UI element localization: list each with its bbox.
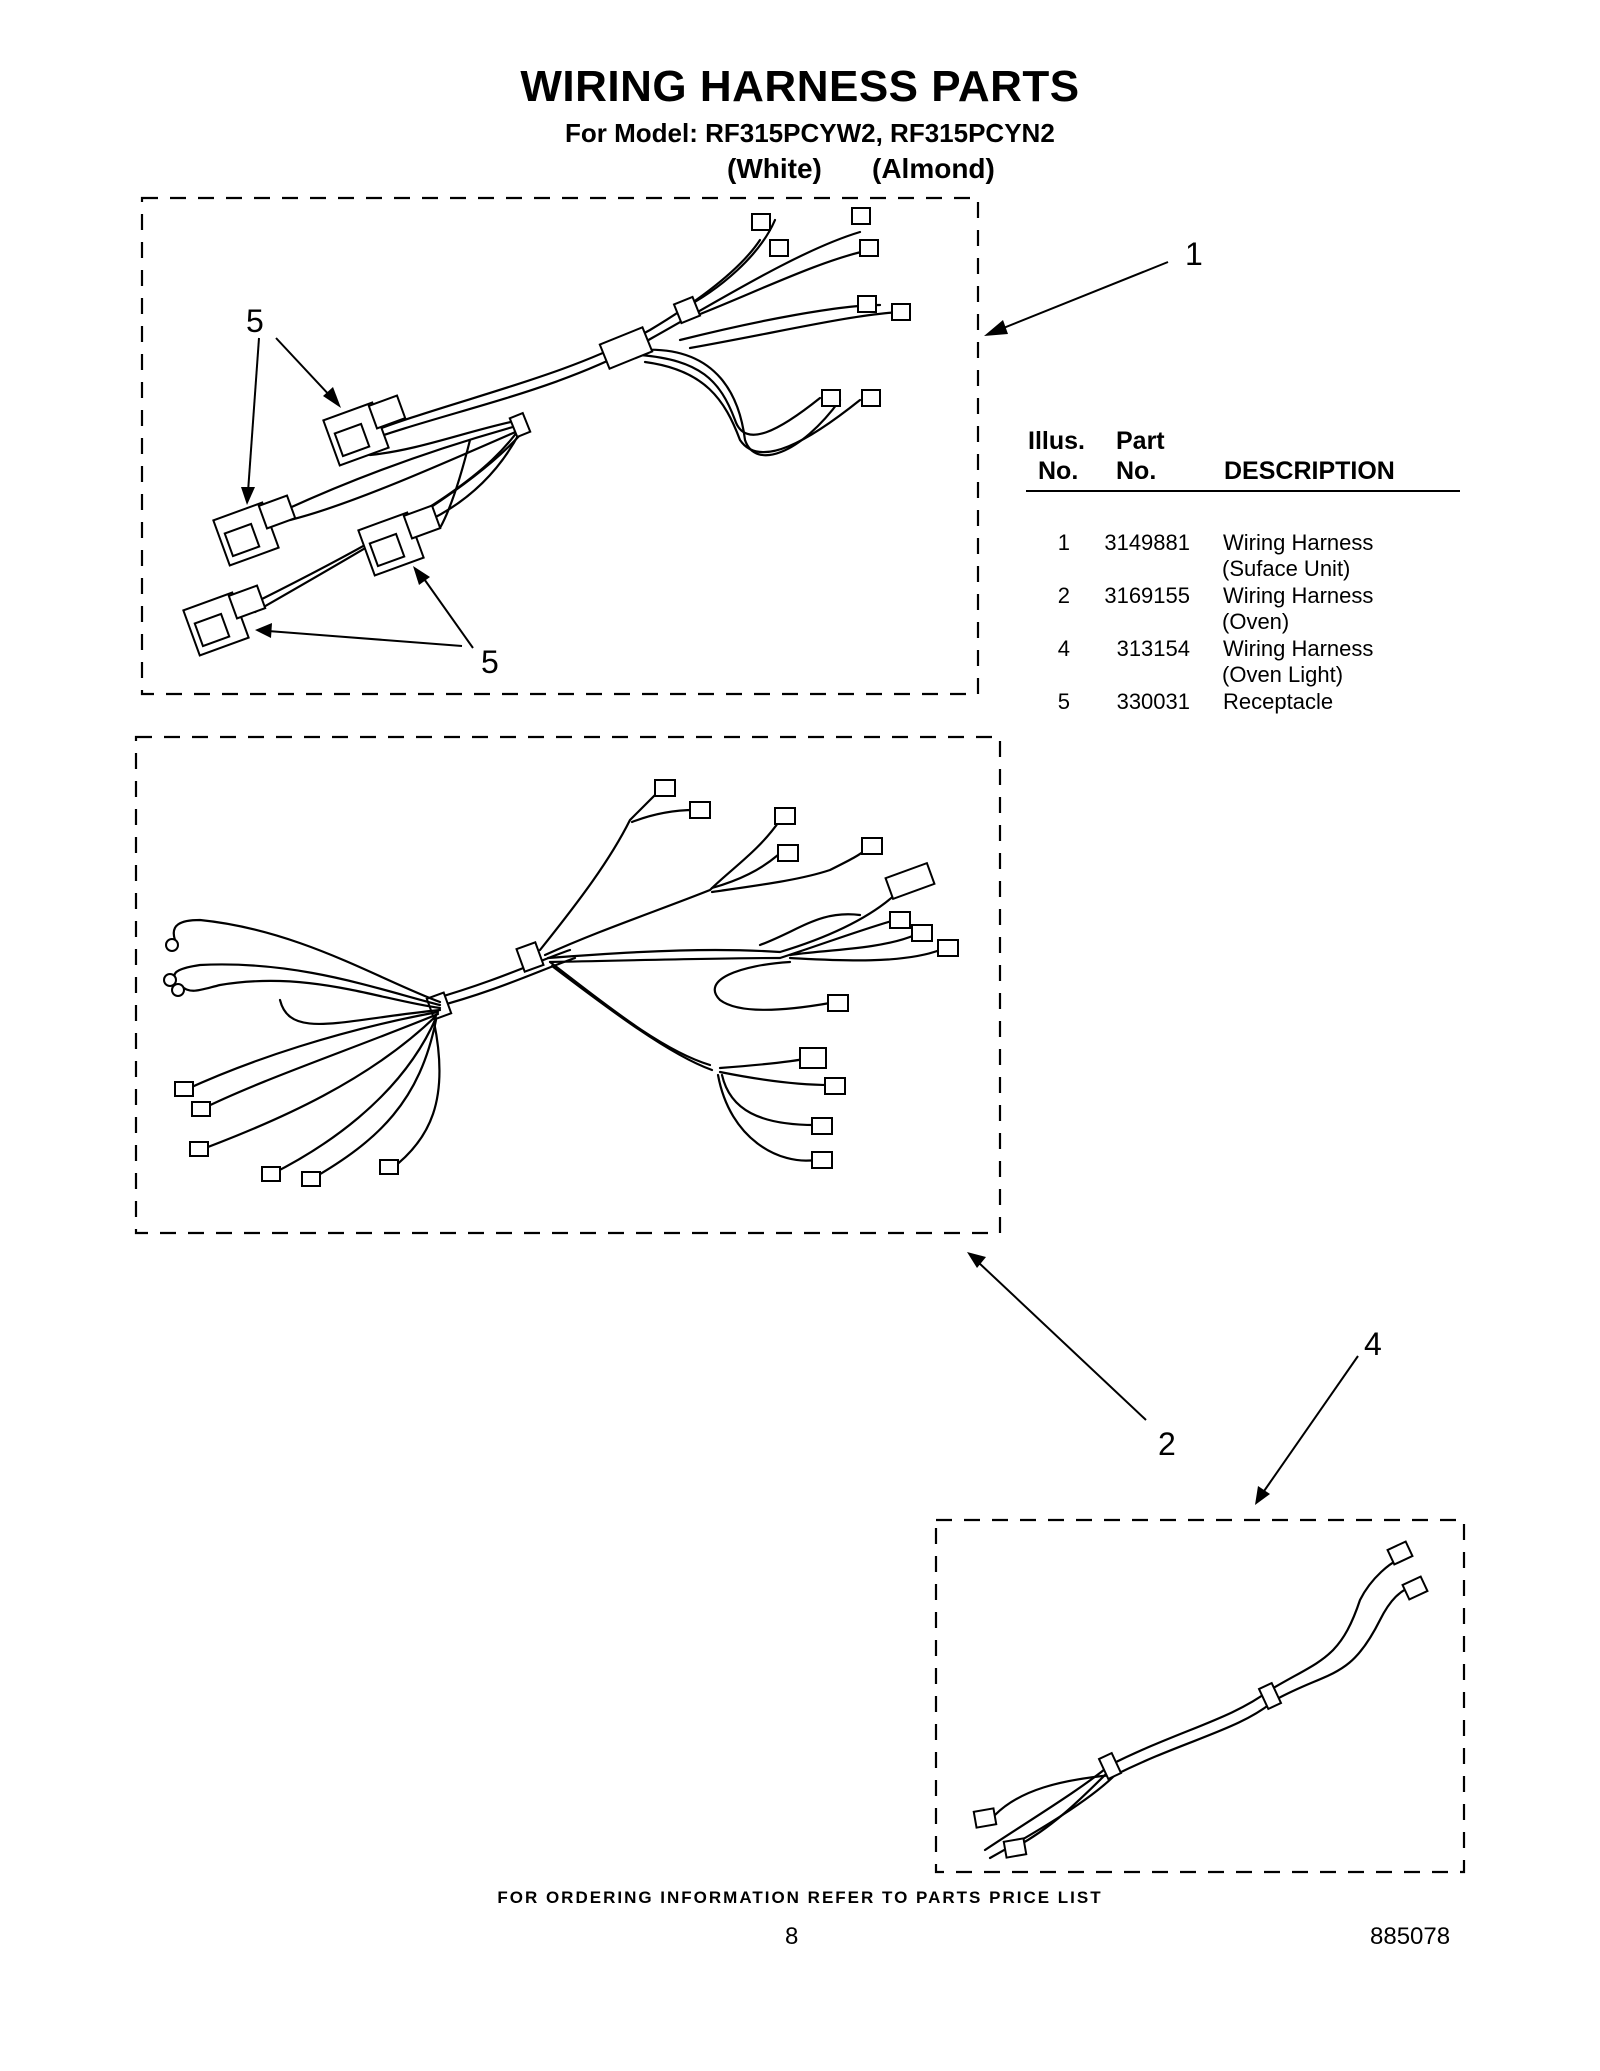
receptacle-icon	[357, 504, 442, 577]
illus-number: 5	[1057, 689, 1070, 714]
surface-unit-harness	[182, 207, 911, 657]
color-almond-label: (Almond)	[872, 153, 995, 184]
oven-light-harness	[972, 1540, 1429, 1860]
part-description: Wiring Harness	[1223, 530, 1374, 555]
callout-4: 4	[1364, 1326, 1382, 1362]
parts-table-header: Illus. No. Part No. DESCRIPTION	[1026, 426, 1460, 492]
header-illus-top: Illus.	[1028, 427, 1085, 455]
part-number: 3149881	[1104, 530, 1190, 555]
table-row: 1 3149881 Wiring Harness (Suface Unit)	[1026, 530, 1460, 583]
part-description-detail: (Oven Light)	[1222, 662, 1344, 687]
part-description: Wiring Harness	[1223, 636, 1374, 661]
part-number: 313154	[1116, 636, 1190, 661]
illus-number: 2	[1057, 583, 1070, 608]
callout-5-leader-d	[267, 630, 463, 647]
color-white-label: (White)	[727, 153, 822, 184]
callout-4-leader	[1261, 1355, 1359, 1495]
receptacle-icon	[322, 394, 407, 467]
surface-harness-box	[140, 196, 980, 696]
part-number: 330031	[1116, 689, 1190, 714]
callout-5-leader-b	[247, 337, 260, 493]
arrowhead-icon	[255, 623, 272, 638]
model-line: For Model: RF315PCYW2, RF315PCYN2	[565, 118, 1055, 148]
callout-5-lower: 5	[481, 644, 499, 680]
illus-number: 4	[1057, 636, 1070, 661]
callout-5-upper: 5	[246, 303, 264, 339]
callout-5-leader-a	[275, 337, 333, 399]
oven-harness-box	[134, 735, 1002, 1235]
arrowhead-icon	[241, 487, 255, 505]
illus-number: 1	[1057, 530, 1070, 555]
oven-harness	[163, 779, 959, 1187]
arrowhead-icon	[323, 387, 341, 408]
arrowhead-icon	[413, 566, 430, 585]
header-illus-bottom: No.	[1038, 457, 1079, 485]
callout-1-leader	[995, 261, 1169, 332]
header-part-bottom: No.	[1116, 457, 1157, 485]
part-number: 3169155	[1104, 583, 1190, 608]
arrowhead-icon	[984, 320, 1008, 336]
receptacle-icon	[212, 494, 297, 567]
table-row: 5 330031 Receptacle	[1026, 689, 1460, 742]
callout-2-leader	[977, 1261, 1147, 1421]
header-part-top: Part	[1116, 427, 1165, 455]
arrowhead-icon	[1255, 1486, 1270, 1505]
parts-table: Illus. No. Part No. DESCRIPTION 1 314988…	[1026, 426, 1460, 742]
header-description: DESCRIPTION	[1224, 457, 1395, 485]
callout-1: 1	[1185, 236, 1203, 272]
table-row: 2 3169155 Wiring Harness (Oven)	[1026, 583, 1460, 636]
part-description-detail: (Oven)	[1222, 609, 1290, 634]
oven-light-harness-box	[934, 1518, 1466, 1874]
page-title: WIRING HARNESS PARTS	[520, 62, 1080, 111]
part-description: Wiring Harness	[1223, 583, 1374, 608]
part-description: Receptacle	[1223, 689, 1334, 714]
table-row: 4 313154 Wiring Harness (Oven Light)	[1026, 636, 1460, 689]
callout-5-leader-c	[421, 575, 474, 649]
page-number: 8	[785, 1923, 799, 1950]
ordering-note: FOR ORDERING INFORMATION REFER TO PARTS …	[497, 1888, 1103, 1907]
arrowhead-icon	[967, 1252, 986, 1268]
part-description-detail: (Suface Unit)	[1222, 556, 1351, 581]
document-number: 885078	[1370, 1923, 1451, 1950]
receptacle-icon	[182, 584, 267, 657]
callout-2: 2	[1158, 1426, 1176, 1462]
